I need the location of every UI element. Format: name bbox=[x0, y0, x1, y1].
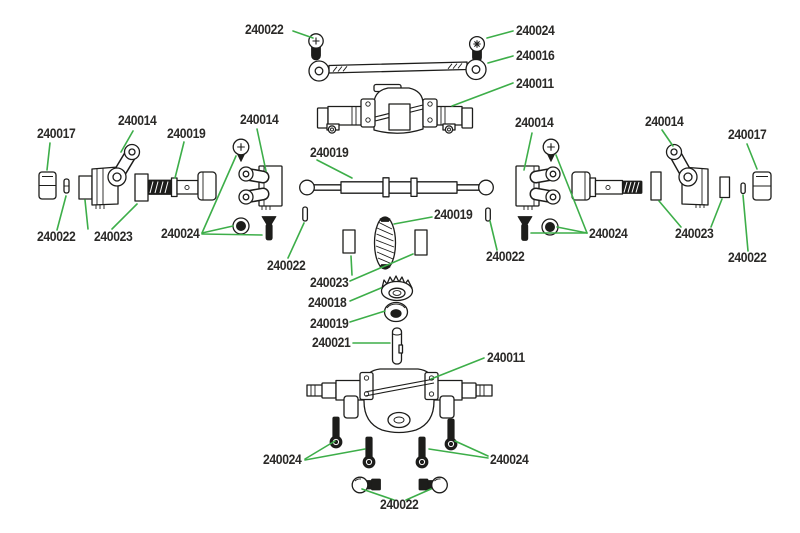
drive-yoke-icon bbox=[238, 165, 283, 210]
center-driveshaft-icon bbox=[299, 177, 494, 198]
part-label: 240019 bbox=[167, 126, 206, 141]
part-label: 240024 bbox=[589, 226, 628, 241]
part-label: 240024 bbox=[490, 452, 529, 467]
part-label: 240024 bbox=[516, 23, 555, 38]
crown-gear-icon bbox=[373, 216, 397, 270]
part-label: 240024 bbox=[263, 452, 302, 467]
part-label: 240017 bbox=[37, 126, 76, 141]
leader-lines bbox=[46, 30, 758, 501]
part-label: 240023 bbox=[310, 275, 349, 290]
part-label: 240017 bbox=[728, 127, 767, 142]
axle-housing-front-icon bbox=[316, 83, 474, 134]
part-label: 240018 bbox=[308, 295, 347, 310]
part-label: 240019 bbox=[434, 207, 473, 222]
phillips-screw-icon bbox=[468, 35, 486, 63]
part-label: 240014 bbox=[645, 114, 684, 129]
part-label: 240014 bbox=[240, 112, 279, 127]
round-bearing-icon bbox=[383, 301, 409, 323]
part-label: 240014 bbox=[118, 113, 157, 128]
flat-head-screw-icon bbox=[261, 216, 277, 241]
stub-axle-icon bbox=[571, 171, 643, 201]
drive-yoke-icon bbox=[515, 165, 561, 210]
part-label: 240011 bbox=[487, 350, 525, 365]
part-label: 240019 bbox=[310, 316, 349, 331]
bearing-icon bbox=[650, 171, 662, 201]
part-label: 240023 bbox=[94, 229, 133, 244]
part-label: 240011 bbox=[516, 76, 554, 91]
part-label: 240019 bbox=[310, 145, 349, 160]
stub-axle-icon bbox=[147, 171, 217, 201]
part-label: 240022 bbox=[37, 229, 76, 244]
part-label: 240022 bbox=[245, 22, 284, 37]
part-label: 240022 bbox=[380, 497, 419, 512]
countersunk-screw-head-icon bbox=[542, 138, 560, 162]
part-label: 240023 bbox=[675, 226, 714, 241]
bevel-pinion-gear-icon bbox=[380, 275, 414, 302]
socket-screw-icon bbox=[329, 416, 343, 449]
hinge-pin-icon bbox=[63, 178, 70, 194]
socket-screw-icon bbox=[362, 436, 376, 469]
axle-housing-rear-icon bbox=[306, 368, 493, 434]
flat-head-screw-icon bbox=[517, 216, 533, 241]
bearing-icon bbox=[342, 229, 356, 254]
steering-knuckle-icon bbox=[91, 143, 141, 209]
wheel-hex-icon bbox=[752, 171, 772, 201]
wheel-hex-icon bbox=[38, 171, 57, 200]
countersunk-screw-head-icon bbox=[232, 138, 250, 162]
bearing-icon bbox=[719, 176, 731, 199]
part-label: 240022 bbox=[267, 258, 306, 273]
steering-knuckle-icon bbox=[665, 143, 709, 208]
part-label: 240016 bbox=[516, 48, 555, 63]
hinge-pin-icon bbox=[740, 182, 746, 195]
part-label: 240014 bbox=[515, 115, 554, 130]
diff-shaft-icon bbox=[391, 327, 404, 365]
ball-nut-icon bbox=[541, 218, 559, 236]
hinge-pin-icon bbox=[485, 207, 491, 222]
hinge-pin-icon bbox=[302, 206, 309, 222]
part-label: 240021 bbox=[312, 335, 351, 350]
socket-screw-icon bbox=[415, 436, 429, 469]
part-label: 240022 bbox=[728, 250, 767, 265]
part-label: 240022 bbox=[486, 249, 525, 264]
steering-link-icon bbox=[308, 58, 487, 82]
bearing-icon bbox=[414, 229, 428, 256]
part-label: 240024 bbox=[161, 226, 200, 241]
socket-screw-icon bbox=[444, 418, 458, 451]
